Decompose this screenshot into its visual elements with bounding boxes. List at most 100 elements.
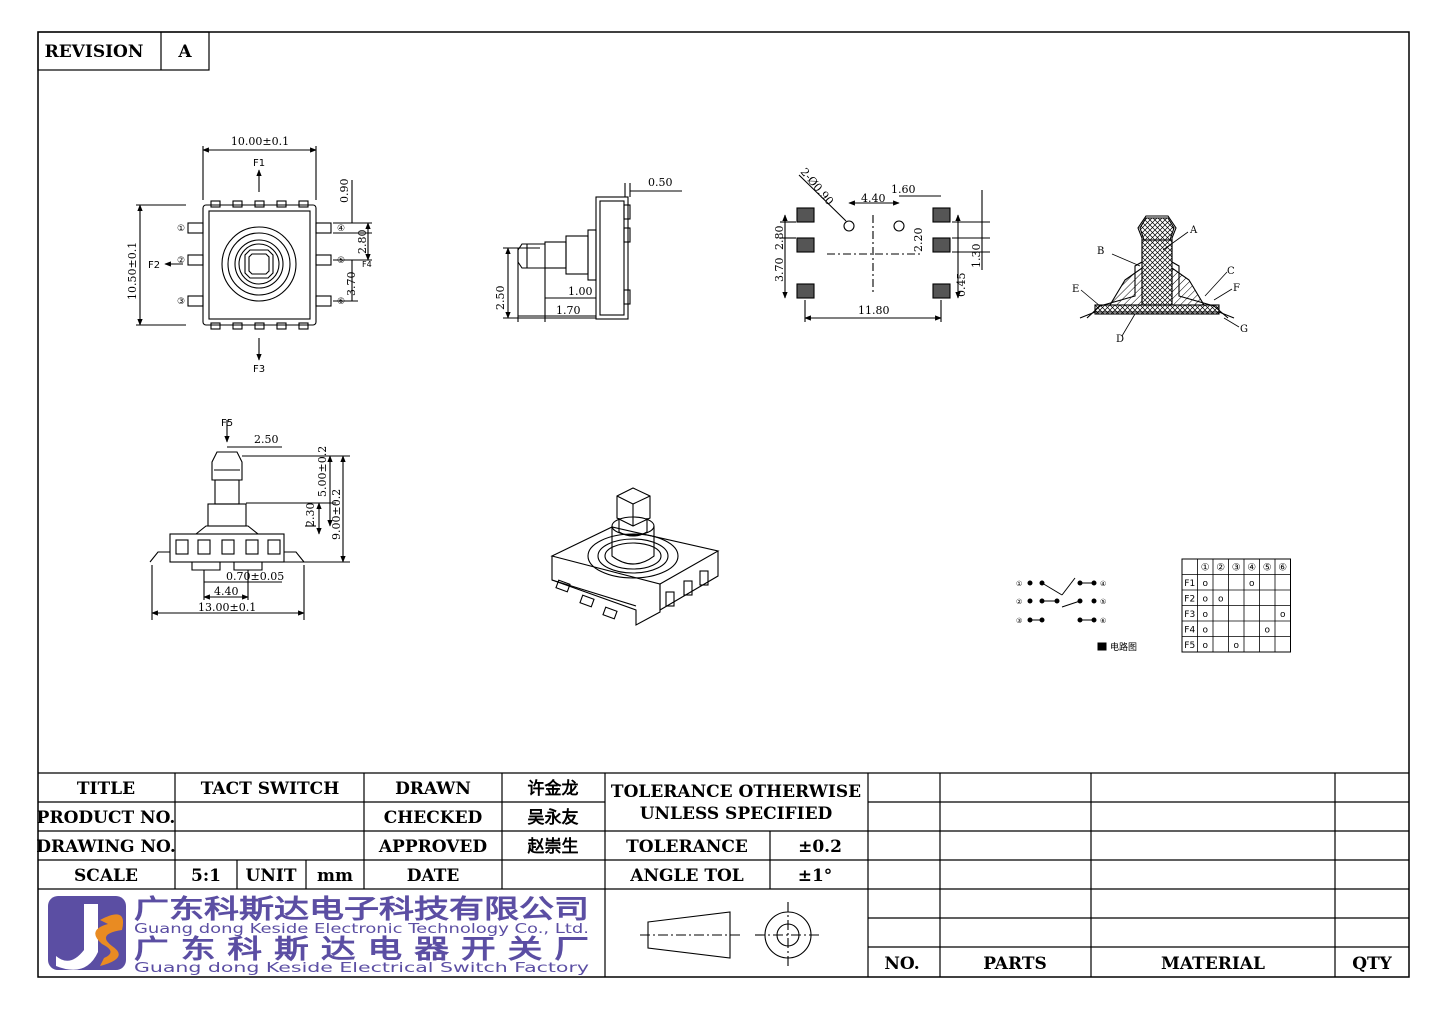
- scale-label: SCALE: [74, 866, 138, 886]
- dim-pin-090: 0.90: [338, 179, 351, 204]
- circuit-pin-1: ①: [1016, 580, 1022, 588]
- truth-table-row-label: F4: [1184, 626, 1195, 636]
- truth-table-row-label: F5: [1184, 641, 1195, 651]
- truth-table-cell: o: [1202, 579, 1208, 589]
- dim-pcb-280: 2.80: [773, 226, 786, 251]
- dim-pcb-1180: 11.80: [858, 304, 890, 317]
- tolerance-value: ±0.2: [798, 837, 842, 857]
- pin-marker-2: ②: [177, 256, 185, 266]
- pin-marker-6: ⑥: [337, 297, 345, 307]
- unit-value: mm: [317, 866, 353, 886]
- angle-value: ±1°: [798, 866, 833, 886]
- dim-pcb-440: 4.40: [861, 192, 886, 205]
- date-label: DATE: [407, 866, 460, 886]
- circuit-pin-2: ②: [1016, 598, 1022, 606]
- circuit-diagram: [1027, 577, 1107, 651]
- projection-symbol-icon: [640, 902, 822, 968]
- unit-label: UNIT: [246, 866, 297, 886]
- force-label-f4: F4: [362, 260, 372, 269]
- truth-table-cell: o: [1218, 595, 1224, 605]
- dim-top-width: 10.00±0.1: [231, 135, 289, 148]
- dim-pcb-370: 3.70: [773, 258, 786, 283]
- drawn-label: DRAWN: [395, 779, 471, 799]
- truth-table-header: ④: [1247, 563, 1256, 574]
- tolerance-note-1: TOLERANCE OTHERWISE: [611, 782, 861, 802]
- section-label-b: B: [1097, 246, 1104, 257]
- dim-side-100: 1.00: [568, 285, 593, 298]
- truth-table-cell: o: [1280, 610, 1286, 620]
- dim-front-230: 2.30: [304, 503, 317, 528]
- company-name-cn-2: 广 东 科 斯 达 电 器 开 关 厂: [134, 934, 589, 965]
- circuit-pin-6: ⑥: [1100, 617, 1106, 625]
- pin-marker-4: ④: [337, 224, 345, 234]
- company-logo: KS: [48, 896, 126, 970]
- dim-pin-280: 2.80: [356, 230, 369, 255]
- circuit-pin-3: ③: [1016, 617, 1022, 625]
- checked-label: CHECKED: [384, 808, 483, 828]
- truth-table-cell: o: [1202, 595, 1208, 605]
- side-view: [503, 183, 682, 322]
- truth-table-header: ①: [1201, 563, 1210, 574]
- section-label-f: F: [1233, 283, 1240, 294]
- title-block-grid: [38, 772, 1409, 977]
- dim-front-070: 0.70±0.05: [226, 570, 284, 583]
- section-label-e: E: [1072, 284, 1079, 295]
- truth-table-header: ②: [1216, 563, 1225, 574]
- scale-value: 5:1: [191, 866, 221, 886]
- truth-table-cell: o: [1202, 626, 1208, 636]
- approved-label: APPROVED: [378, 837, 488, 857]
- pin-marker-1: ①: [177, 224, 185, 234]
- section-view: [1079, 215, 1240, 337]
- title-label: TITLE: [77, 779, 135, 799]
- parts-header-parts: PARTS: [983, 954, 1047, 974]
- parts-header-qty: QTY: [1352, 954, 1392, 974]
- truth-table-cell: o: [1202, 610, 1208, 620]
- drawing-label: DRAWING NO.: [36, 837, 176, 857]
- dim-pcb-220: 2.20: [912, 228, 925, 253]
- sheet-border: [37, 31, 1410, 978]
- truth-table-cell: o: [1233, 641, 1239, 651]
- isometric-view: [550, 487, 720, 626]
- drawn-value: 许金龙: [528, 778, 579, 799]
- dim-front-500: 5.00±0.2: [316, 446, 329, 497]
- truth-table-cell: o: [1249, 579, 1255, 589]
- dim-pcb-160: 1.60: [891, 183, 916, 196]
- dim-top-height: 10.50±0.1: [126, 242, 139, 300]
- company-name-cn-1: 广东科斯达电子科技有限公司: [134, 894, 589, 925]
- company-name-en-2: Guang dong Keside Electrical Switch Fact…: [134, 961, 589, 976]
- dim-pin-370: 3.70: [345, 272, 358, 297]
- dim-pcb-hole: 2-Ø0.90: [798, 166, 836, 208]
- angle-label: ANGLE TOL: [629, 866, 744, 886]
- dim-front-900: 9.00±0.2: [330, 489, 343, 540]
- approved-value: 赵崇生: [527, 836, 579, 857]
- force-label-f1: F1: [253, 158, 265, 169]
- title-value: TACT SWITCH: [201, 779, 340, 799]
- truth-table-cell: o: [1264, 626, 1270, 636]
- dim-side-050: 0.50: [648, 176, 673, 189]
- truth-table-header: ⑥: [1278, 563, 1287, 574]
- dim-side-170: 1.70: [556, 304, 581, 317]
- top-view: [136, 146, 372, 361]
- pcb-layout: [780, 174, 990, 322]
- circuit-pin-5: ⑤: [1100, 598, 1106, 606]
- dim-front-1300: 13.00±0.1: [198, 601, 256, 614]
- company-name-en-1: Guang dong Keside Electronic Technology …: [134, 922, 589, 937]
- section-label-g: G: [1240, 324, 1248, 335]
- section-label-a: A: [1189, 225, 1198, 236]
- revision-label: REVISION: [45, 42, 144, 62]
- truth-table-header: ⑤: [1263, 563, 1272, 574]
- section-label-c: C: [1227, 266, 1235, 277]
- dim-front-440: 4.40: [214, 585, 239, 598]
- title-block-text: TITLE TACT SWITCH PRODUCT NO. DRAWING NO…: [36, 778, 1392, 974]
- tolerance-label: TOLERANCE: [626, 837, 748, 857]
- circuit-legend: 电路图: [1110, 641, 1137, 653]
- circuit-pin-4: ④: [1100, 580, 1106, 588]
- front-view: [149, 420, 350, 620]
- truth-table-header: ③: [1232, 563, 1241, 574]
- force-label-f3: F3: [253, 364, 265, 375]
- checked-value: 吴永友: [528, 807, 579, 828]
- dim-pcb-045: 0.45: [955, 273, 968, 298]
- truth-table-row-label: F3: [1184, 610, 1195, 620]
- parts-header-no: NO.: [884, 954, 919, 974]
